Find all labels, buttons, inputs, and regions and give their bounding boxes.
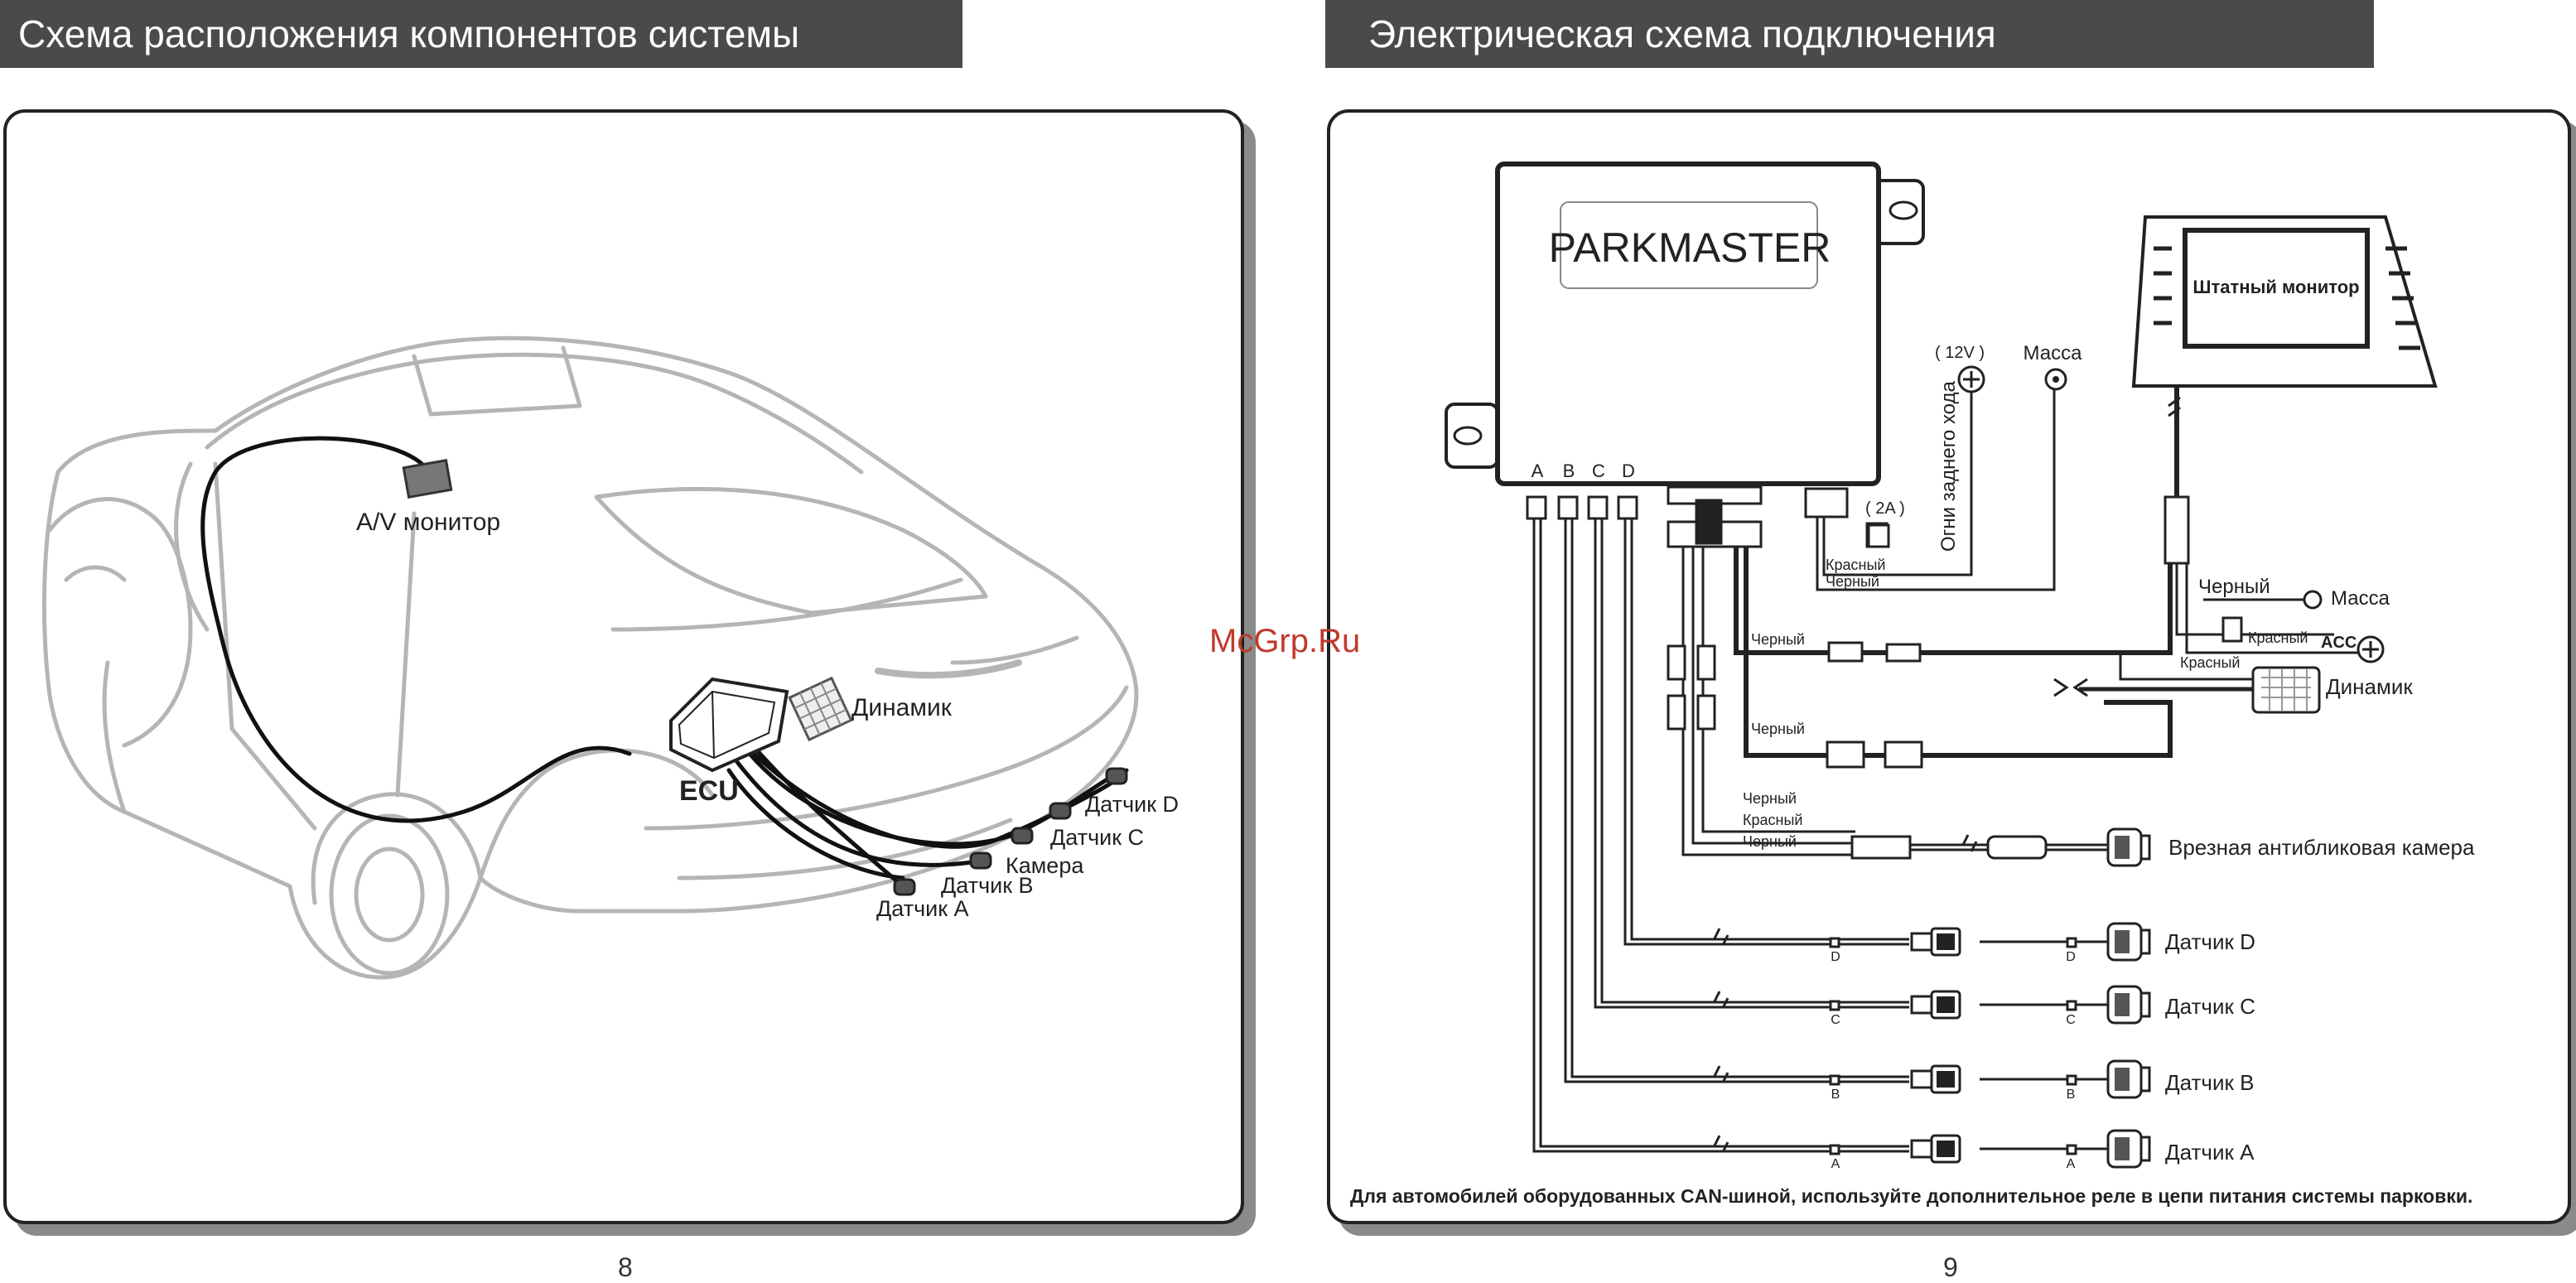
speaker-block: [2053, 666, 2321, 714]
page-number-right: 9: [1943, 1252, 1958, 1282]
port-c-label: C: [1592, 461, 1605, 481]
label-sensor-d-right: Датчик D: [2165, 929, 2255, 954]
camera-connector: [1850, 827, 2151, 867]
ground-terminal-top: [2044, 368, 2067, 391]
watermark: McGrp.Ru: [1209, 623, 1361, 659]
monitor-label: Штатный монитор: [2192, 277, 2359, 297]
label-reverse-lights: Огни заднего хода: [1937, 380, 1960, 552]
label-wire-black-1: Черный: [1751, 631, 1805, 648]
label-right-red: Красный: [2180, 654, 2240, 671]
label-sensor-b-left: Датчик B: [941, 873, 1034, 898]
label-right-red-small: Красный: [2248, 629, 2308, 646]
port-a-label: A: [1532, 461, 1544, 481]
ground-terminal-right: [2203, 590, 2323, 610]
label-sensor-a-left: Датчик A: [876, 896, 969, 921]
page-number-left: 8: [618, 1252, 633, 1282]
label-av-monitor: A/V монитор: [356, 509, 500, 536]
unit-connectors: [1526, 485, 1889, 548]
can-bus-footnote: Для автомобилей оборудованных CAN-шиной,…: [1350, 1185, 2472, 1207]
harness-wires: [1532, 356, 2369, 1153]
acc-terminal: [2357, 635, 2385, 663]
label-ecu: ECU: [679, 775, 739, 807]
right-page-title: Электрическая схема подключения: [1325, 0, 2374, 68]
label-sensor-c-right: Датчик C: [2165, 994, 2255, 1019]
label-acc: ACC: [2321, 634, 2357, 652]
label-power-black: Черный: [1826, 573, 1879, 590]
label-ground-top: Масса: [2024, 342, 2083, 364]
wire-letter-c2: C: [2066, 1013, 2076, 1027]
label-cam-black-2: Черный: [1743, 833, 1797, 850]
label-sensor-a-right: Датчик A: [2165, 1140, 2255, 1165]
wire-letter-d2: D: [2066, 950, 2076, 964]
car-sensors: [893, 767, 1128, 896]
speaker-grid: [788, 676, 853, 742]
label-wire-black-2: Черный: [1751, 721, 1805, 737]
stock-monitor: [2131, 215, 2438, 388]
label-cam-black-1: Черный: [1743, 790, 1797, 807]
label-fuse: ( 2A ): [1865, 499, 1905, 518]
label-right-ground: Масса: [2331, 587, 2390, 610]
port-b-label: B: [1563, 461, 1575, 481]
left-panel: [3, 109, 1244, 1224]
plus-12v-terminal: [1957, 365, 1985, 393]
left-page-title: Схема расположения компонентов системы: [0, 0, 962, 68]
label-sensor-d-left: Датчик D: [1085, 792, 1179, 817]
label-right-black: Черный: [2198, 576, 2270, 598]
port-d-label: D: [1622, 461, 1635, 481]
label-sensor-c-left: Датчик C: [1050, 825, 1144, 850]
label-speaker-right: Динамик: [2326, 674, 2413, 699]
wire-markers: [1667, 495, 2243, 1155]
wire-letter-b1: B: [1831, 1088, 1840, 1102]
wire-letter-c1: C: [1831, 1013, 1840, 1027]
label-speaker-left: Динамик: [851, 694, 953, 721]
ecu-box: [669, 677, 789, 773]
label-camera-right: Врезная антибликовая камера: [2168, 835, 2475, 860]
av-monitor-box: [402, 459, 453, 499]
label-12v: ( 12V ): [1935, 344, 1985, 362]
wire-letter-a2: A: [2067, 1157, 2076, 1171]
label-sensor-b-right: Датчик B: [2165, 1070, 2254, 1095]
car-illustration: [41, 335, 1139, 980]
label-camera-left: Камера: [1006, 853, 1084, 878]
wire-letter-d1: D: [1831, 950, 1840, 964]
wire-letter-a1: A: [1831, 1157, 1840, 1171]
parkmaster-unit: [1445, 162, 1925, 486]
label-cam-red: Красный: [1743, 812, 1802, 828]
break-marks: [1713, 396, 2181, 1153]
unit-brand: PARKMASTER: [1549, 224, 1831, 271]
label-power-red: Красный: [1826, 557, 1885, 573]
wire-letter-b2: B: [2067, 1088, 2076, 1102]
